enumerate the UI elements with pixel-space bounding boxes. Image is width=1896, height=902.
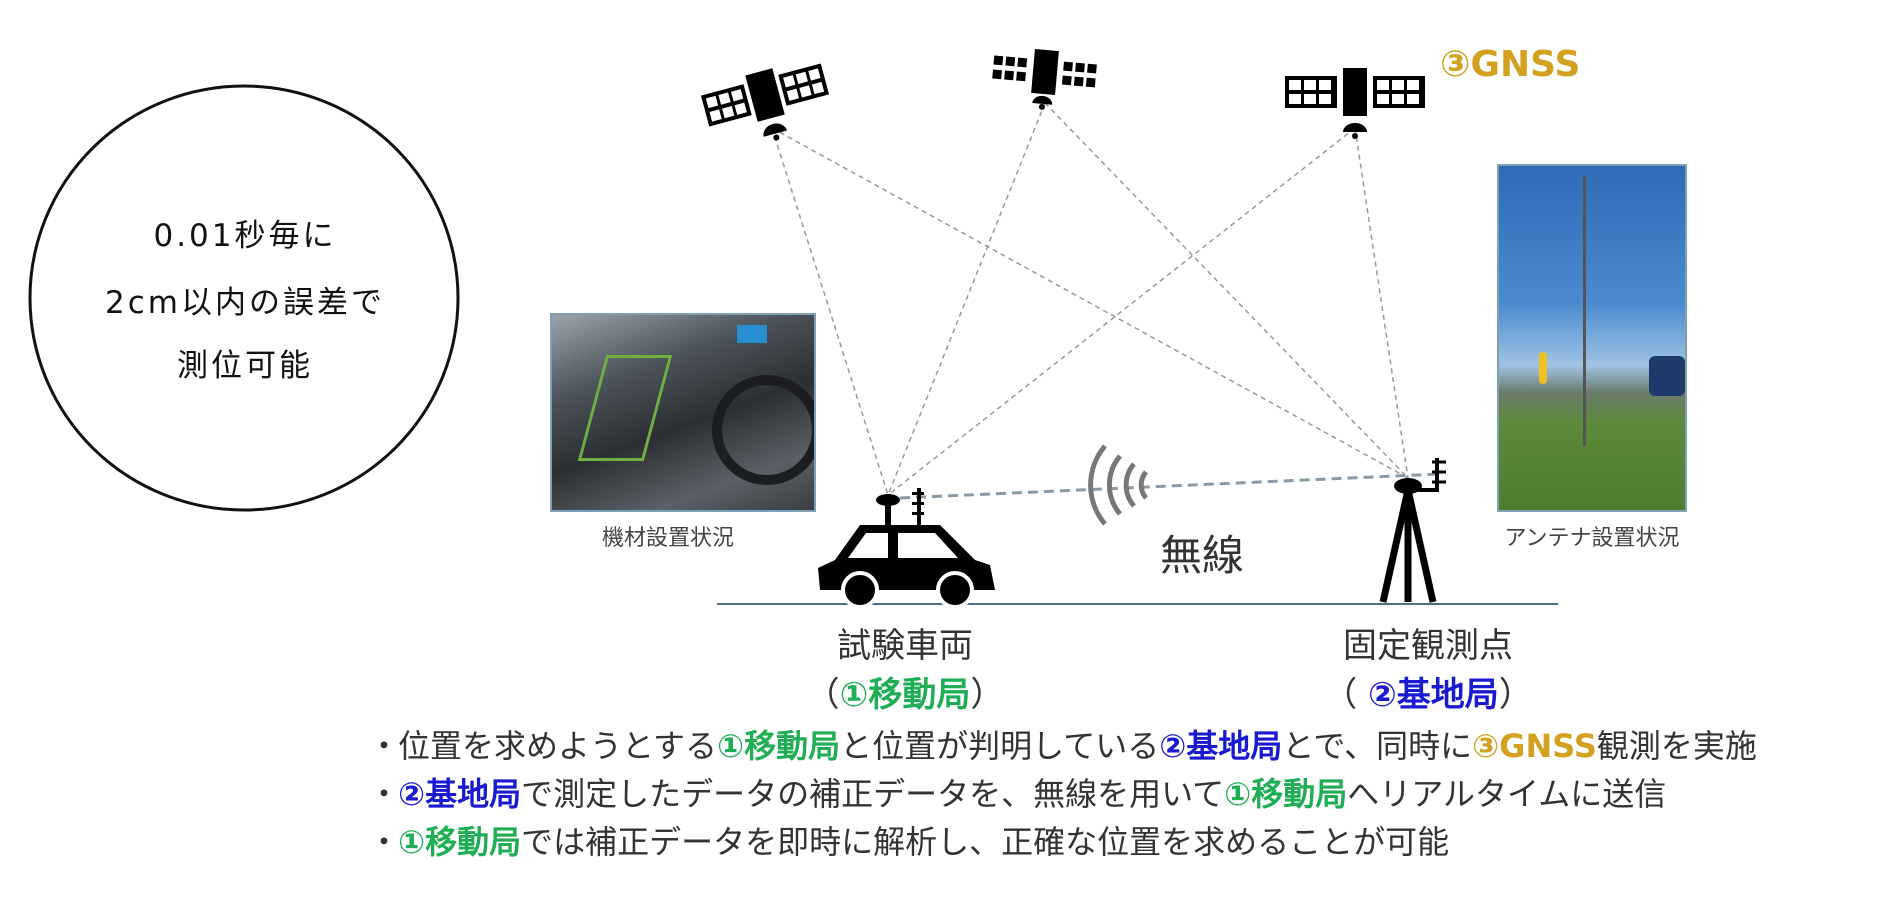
gnss-label: ③GNSS [1440, 44, 1581, 85]
base-term: ②基地局 [1159, 727, 1283, 765]
text: で測定したデータの補正データを、無線を用いて [521, 775, 1225, 813]
vehicle-photo-caption: 機材設置状況 [601, 526, 735, 551]
text: では補正データを即時に解析し、正確な位置を求めることが可能 [521, 823, 1450, 861]
satellite-icon [700, 63, 830, 141]
callout-circle [28, 84, 460, 512]
paren-close: ） [970, 675, 1005, 715]
list-item: ・②基地局で測定したデータの補正データを、無線を用いて①移動局へリアルタイムに送… [368, 770, 1757, 818]
text: 観測を実施 [1596, 727, 1757, 765]
antenna-setup-photo [1497, 164, 1687, 512]
text: と位置が判明している [840, 727, 1160, 765]
satellite-icon [1285, 68, 1425, 139]
bullet: ・ [368, 727, 401, 765]
paren-close: ） [1498, 675, 1533, 715]
callout-line-3: 測位可能 [177, 348, 313, 384]
mobile-station-name: 試験車両 [836, 626, 973, 666]
list-item: ・位置を求めようとする①移動局と位置が判明している②基地局とで、同時に③GNSS… [368, 722, 1757, 770]
base-station-name: 固定観測点 [1342, 626, 1513, 666]
mobile-term: ①移動局 [398, 823, 522, 861]
mobile-station-label: 試験車両 （①移動局） [806, 618, 1005, 716]
bullet: ・ [368, 823, 401, 861]
mobile-term: ①移動局 [717, 727, 841, 765]
list-item: ・①移動局では補正データを即時に解析し、正確な位置を求めることが可能 [368, 818, 1757, 866]
paren-open: （ [805, 675, 840, 715]
signal-lines [771, 102, 1409, 496]
text: へリアルタイムに送信 [1347, 775, 1667, 813]
text: 位置を求めようとする [398, 727, 718, 765]
antenna-photo-caption: アンテナ設置状況 [1504, 526, 1680, 551]
car-icon [818, 488, 995, 609]
callout-line-1: 0.01秒毎に [153, 218, 337, 254]
bullet: ・ [368, 775, 401, 813]
radio-link-line [899, 472, 1441, 500]
wireless-label: 無線 [1160, 531, 1245, 580]
tripod-icon [1379, 458, 1446, 603]
paren-open: （ [1323, 675, 1369, 715]
gnss-term: ③GNSS [1472, 727, 1597, 765]
mobile-station-role: ①移動局 [839, 675, 971, 715]
base-station-role: ②基地局 [1368, 675, 1499, 715]
radio-wave-icon [1088, 444, 1149, 526]
text: とで、同時に [1282, 727, 1473, 765]
mobile-term: ①移動局 [1224, 775, 1348, 813]
base-station-label: 固定観測点 （ ②基地局） [1323, 618, 1533, 716]
vehicle-equipment-photo [550, 313, 816, 512]
explanation-list: ・位置を求めようとする①移動局と位置が判明している②基地局とで、同時に③GNSS… [368, 722, 1757, 866]
base-term: ②基地局 [398, 775, 522, 813]
callout-line-2: 2cm以内の誤差で [105, 285, 385, 321]
satellite-icon [992, 49, 1097, 110]
